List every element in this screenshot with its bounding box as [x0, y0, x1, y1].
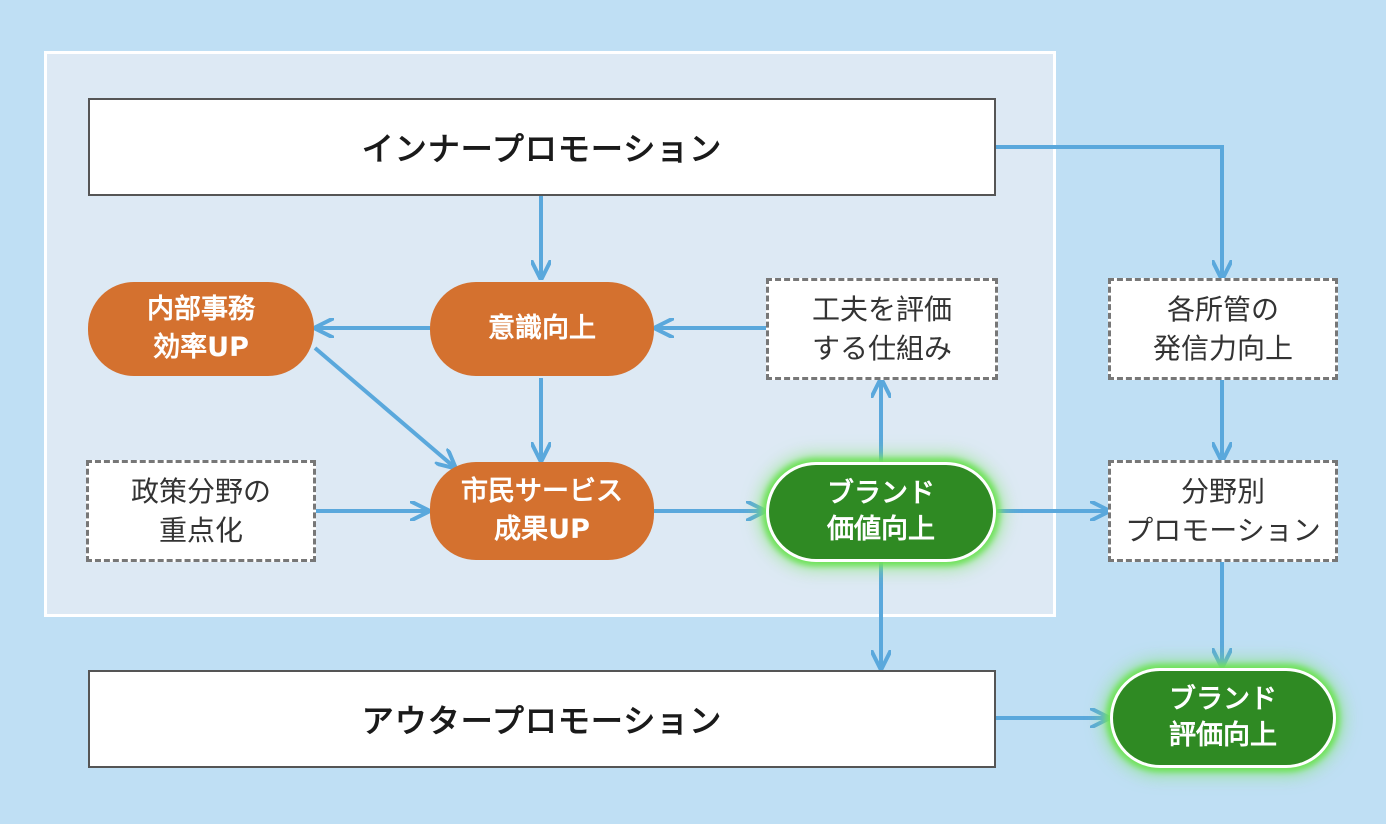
department-capability-label: 各所管の 発信力向上 — [1152, 292, 1293, 365]
policy-focus-node: 政策分野の 重点化 — [86, 460, 316, 562]
inner-promotion-box: インナープロモーション — [88, 98, 996, 196]
brand-evaluation-node: ブランド 評価向上 — [1110, 668, 1336, 768]
brand-value-label: ブランド 価値向上 — [827, 477, 935, 545]
awareness-node: 意識向上 — [430, 282, 654, 376]
internal-efficiency-node: 内部事務 効率UP — [88, 282, 314, 376]
arrow-inner-to-department — [996, 145, 1222, 276]
department-capability-node: 各所管の 発信力向上 — [1108, 278, 1338, 380]
brand-value-node: ブランド 価値向上 — [766, 462, 996, 562]
awareness-label: 意識向上 — [488, 313, 596, 345]
internal-efficiency-label: 内部事務 効率UP — [147, 294, 255, 363]
outer-promotion-label: アウタープロモーション — [361, 702, 723, 740]
evaluation-system-node: 工夫を評価 する仕組み — [766, 278, 998, 380]
citizen-service-label: 市民サービス 成果UP — [461, 476, 623, 545]
field-promotion-node: 分野別 プロモーション — [1108, 460, 1338, 562]
arrow-internal-efficiency-to-citizen-service — [313, 346, 453, 466]
inner-promotion-label: インナープロモーション — [361, 130, 723, 168]
brand-evaluation-label: ブランド 評価向上 — [1169, 683, 1277, 751]
outer-promotion-box: アウタープロモーション — [88, 670, 996, 768]
field-promotion-label: 分野別 プロモーション — [1125, 474, 1321, 547]
policy-focus-label: 政策分野の 重点化 — [130, 474, 271, 547]
evaluation-system-label: 工夫を評価 する仕組み — [811, 292, 952, 365]
citizen-service-node: 市民サービス 成果UP — [430, 462, 654, 560]
